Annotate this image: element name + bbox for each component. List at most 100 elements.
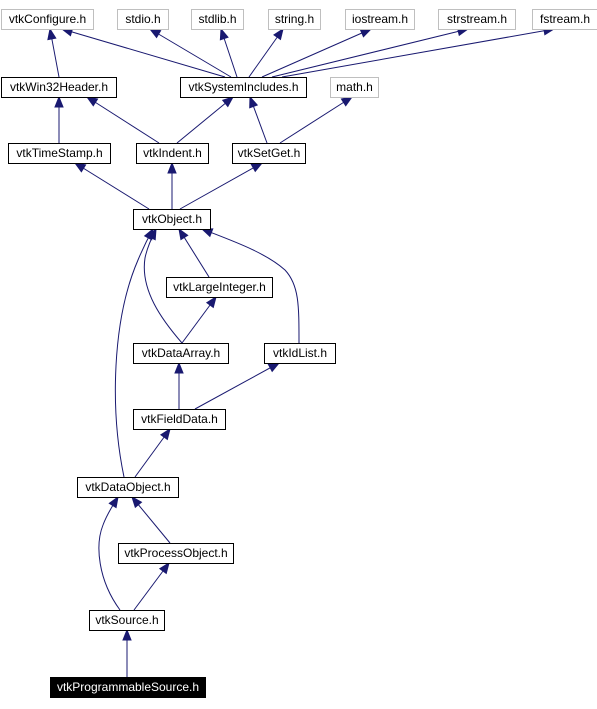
edge-arrowhead [221,96,235,108]
edge-arrowhead [219,27,229,41]
node-math: math.h [330,77,379,98]
edge-vtkSystemIncludes-to-fstream [281,26,556,78]
edge-vtkSource-to-vtkDataObject [98,495,121,611]
edge-arrowhead [200,228,214,238]
node-fstream: fstream.h [532,9,597,30]
edge-line [179,162,263,210]
edge-line [98,496,121,611]
edge-line [61,28,226,78]
edge-arrowhead [143,227,154,241]
node-box [77,477,179,498]
node-box [8,143,111,164]
node-box [1,77,117,98]
edge-arrowhead [158,561,170,575]
node-box [1,9,94,30]
edge-vtkSetGet-to-math [279,96,354,144]
node-box [532,9,597,30]
edge-line [271,28,469,78]
node-box [133,209,211,230]
edge-arrowhead [205,295,217,309]
edge-vtkSystemIncludes-to-stdlib [219,27,238,78]
edge-vtkFieldData-to-vtkIdList [194,362,281,410]
node-vtkWin32Header[interactable]: vtkWin32Header.h [1,77,117,98]
node-box [268,9,321,30]
edge-vtkDataObject-to-vtkObject [114,227,154,478]
edge-line [114,228,154,478]
edge-arrowhead [249,95,259,109]
node-label: math.h [336,80,373,94]
edge-arrowhead [85,96,99,107]
node-label: fstream.h [540,12,590,26]
node-box [345,9,415,30]
edge-vtkWin32Header-to-vtkConfigure [47,27,60,78]
node-label: vtkIndent.h [143,146,202,160]
node-label: stdio.h [125,12,160,26]
edge-arrowhead [178,227,189,241]
edge-line [201,228,300,344]
node-label: vtkSetGet.h [238,146,301,160]
edge-vtkSystemIncludes-to-string [248,27,284,78]
edge-line [194,362,280,410]
node-box [117,9,169,30]
node-label: vtkWin32Header.h [10,80,108,94]
node-vtkDataArray[interactable]: vtkDataArray.h [133,343,229,364]
node-vtkSetGet[interactable]: vtkSetGet.h [232,143,306,164]
node-label: vtkSystemIncludes.h [188,80,298,94]
node-box [180,77,307,98]
edge-arrowhead [122,628,132,641]
node-box [118,543,234,564]
node-box [438,9,516,30]
node-label: vtkSource.h [95,613,158,627]
edge-vtkTimeStamp-to-vtkWin32Header [54,95,64,143]
node-stdio: stdio.h [117,9,169,30]
edge-arrowhead [359,28,373,38]
node-stdlib: stdlib.h [191,9,244,30]
node-iostream: iostream.h [345,9,415,30]
edge-vtkSystemIncludes-to-vtkConfigure [60,27,226,78]
node-vtkSource[interactable]: vtkSource.h [89,610,165,631]
edge-vtkObject-to-vtkIndent [167,161,177,209]
node-vtkFieldData[interactable]: vtkFieldData.h [133,409,226,430]
node-box [330,77,379,98]
node-string: string.h [268,9,321,30]
node-strstream: strstream.h [438,9,516,30]
node-box [133,409,226,430]
node-vtkIndent[interactable]: vtkIndent.h [136,143,209,164]
node-vtkProgrammableSource[interactable]: vtkProgrammableSource.h [50,677,206,698]
edge-vtkObject-to-vtkTimeStamp [73,162,150,210]
edge-vtkProcessObject-to-vtkDataObject [131,495,171,544]
node-label: vtkProcessObject.h [124,546,227,560]
edge-vtkIndent-to-vtkWin32Header [85,96,160,144]
node-label: vtkDataObject.h [85,480,170,494]
edge-line [74,162,150,210]
node-vtkIdList[interactable]: vtkIdList.h [264,343,336,364]
node-vtkProcessObject[interactable]: vtkProcessObject.h [118,543,234,564]
edge-vtkSystemIncludes-to-strstream [271,26,470,78]
node-vtkLargeInteger[interactable]: vtkLargeInteger.h [166,277,273,298]
node-label: vtkConfigure.h [9,12,86,26]
node-label: strstream.h [447,12,507,26]
node-box [264,343,336,364]
node-label: vtkLargeInteger.h [173,280,266,294]
edge-arrowhead [131,495,143,509]
node-vtkConfigure: vtkConfigure.h [1,9,94,30]
node-label: stdlib.h [198,12,236,26]
node-box [191,9,244,30]
node-vtkSystemIncludes[interactable]: vtkSystemIncludes.h [180,77,307,98]
edge-arrowhead [267,362,281,373]
node-box [166,277,273,298]
edge-line [279,96,353,144]
node-label: vtkObject.h [142,212,202,226]
edge-line [176,96,234,144]
edge-line [86,96,160,144]
node-label: string.h [275,12,314,26]
edge-vtkLargeInteger-to-vtkObject [178,227,210,278]
node-vtkObject[interactable]: vtkObject.h [133,209,211,230]
node-vtkTimeStamp[interactable]: vtkTimeStamp.h [8,143,111,164]
node-vtkDataObject[interactable]: vtkDataObject.h [77,477,179,498]
edge-vtkSource-to-vtkProcessObject [133,561,170,611]
edge-arrowhead [340,96,354,107]
nodes-layer: vtkConfigure.h stdio.h stdlib.h string.h ios… [1,9,597,698]
edge-vtkProgrammableSource-to-vtkSource [122,628,132,677]
